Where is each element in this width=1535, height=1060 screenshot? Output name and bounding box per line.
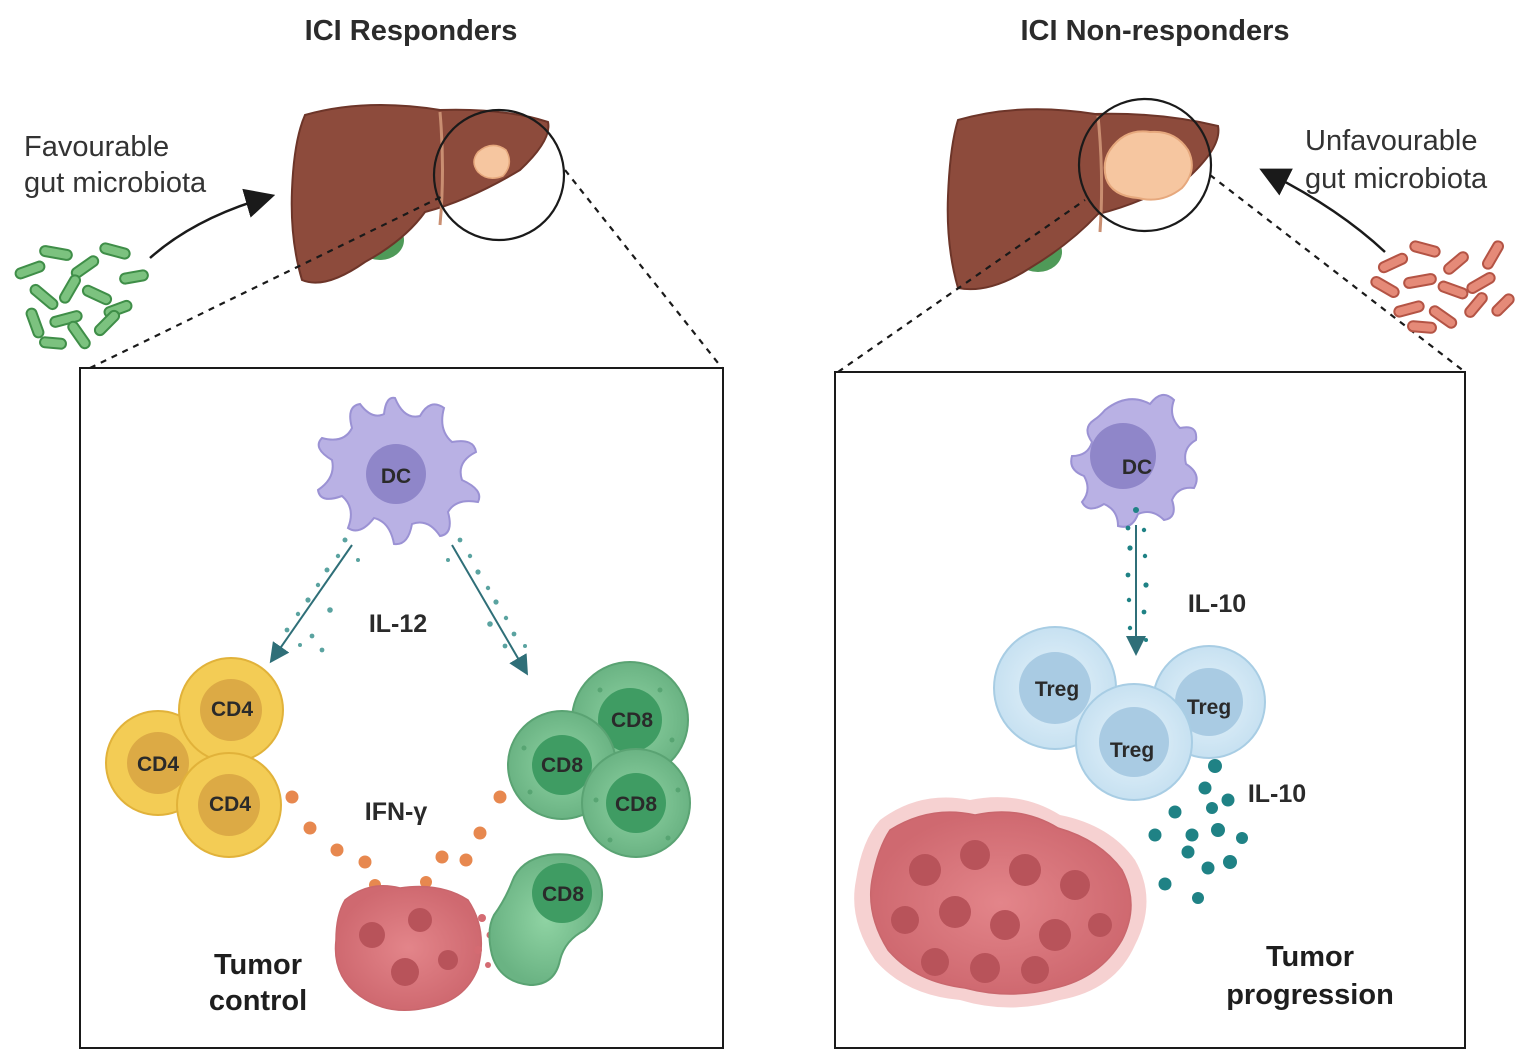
- left-dc-label: DC: [381, 465, 411, 488]
- cd4-label-2: CD4: [211, 698, 253, 721]
- left-tumor-icon: [334, 885, 494, 1011]
- right-outcome-line1: Tumor: [1266, 941, 1354, 973]
- right-cytokine-top: IL-10: [1188, 590, 1246, 618]
- il12-dots: [284, 537, 527, 653]
- left-panel-box: [79, 367, 724, 1049]
- left-cytokine-top: IL-12: [369, 610, 427, 638]
- unfavourable-bacteria-icon: [1370, 240, 1515, 334]
- right-cytokine-bottom: IL-10: [1248, 780, 1306, 808]
- cd8-label-4: CD8: [542, 883, 584, 906]
- cd4-cell-cluster: CD4 CD4 CD4: [105, 657, 284, 858]
- right-title: ICI Non-responders: [1020, 15, 1289, 47]
- left-dc-cell: DC: [316, 396, 481, 546]
- right-zoom-circle: [1077, 97, 1213, 233]
- treg-label-3: Treg: [1187, 696, 1231, 719]
- favourable-bacteria-icon: [14, 242, 149, 350]
- left-microbiota-arrow: [149, 188, 276, 259]
- right-microbiota-line1: Unfavourable: [1305, 125, 1478, 157]
- cd8-label-2: CD8: [541, 754, 583, 777]
- cd8-label-1: CD8: [611, 709, 653, 732]
- left-liver-icon: [290, 104, 566, 284]
- cd8-label-3: CD8: [615, 793, 657, 816]
- left-arrow-to-cd4: [269, 544, 353, 664]
- right-zoom-line-b: [1209, 174, 1466, 373]
- treg-label-2: Treg: [1110, 739, 1154, 762]
- left-outcome-line1: Tumor: [214, 949, 302, 981]
- right-liver-lesion: [1103, 130, 1193, 201]
- left-zoom-circle: [432, 108, 566, 242]
- left-title: ICI Responders: [305, 15, 518, 47]
- left-microbiota-line1: Favourable: [24, 131, 169, 163]
- left-liver-lesion: [473, 144, 511, 179]
- right-dc-cell: DC: [1070, 393, 1198, 528]
- treg-cell-cluster: Treg Treg Treg: [993, 626, 1266, 801]
- right-outcome-line2: progression: [1226, 979, 1394, 1011]
- right-microbiota-arrow: [1259, 168, 1386, 253]
- treg-label-1: Treg: [1035, 678, 1079, 701]
- right-panel-box: [834, 371, 1466, 1049]
- left-outcome-line2: control: [209, 985, 307, 1017]
- cd4-label-1: CD4: [137, 753, 179, 776]
- left-cytokine-bottom: IFN-γ: [365, 798, 428, 826]
- left-zoom-line-b: [564, 169, 723, 369]
- left-zoom-line-a: [89, 194, 446, 369]
- cd8-cell-cluster: CD8 CD8 CD8: [507, 661, 691, 858]
- right-zoom-line-a: [837, 199, 1086, 373]
- il10-dots-bottom: [1148, 759, 1248, 904]
- right-liver-icon: [946, 97, 1220, 291]
- attacking-cd8-cell: CD8: [488, 853, 604, 987]
- left-microbiota-line2: gut microbiota: [24, 167, 207, 199]
- cd4-label-3: CD4: [209, 793, 251, 816]
- ifng-dots: [285, 790, 507, 891]
- right-microbiota-line2: gut microbiota: [1305, 163, 1488, 195]
- right-dc-label: DC: [1122, 456, 1152, 479]
- right-tumor-icon: [854, 797, 1147, 1008]
- il10-dots-top: [1125, 507, 1149, 642]
- left-arrow-to-cd8: [451, 544, 529, 676]
